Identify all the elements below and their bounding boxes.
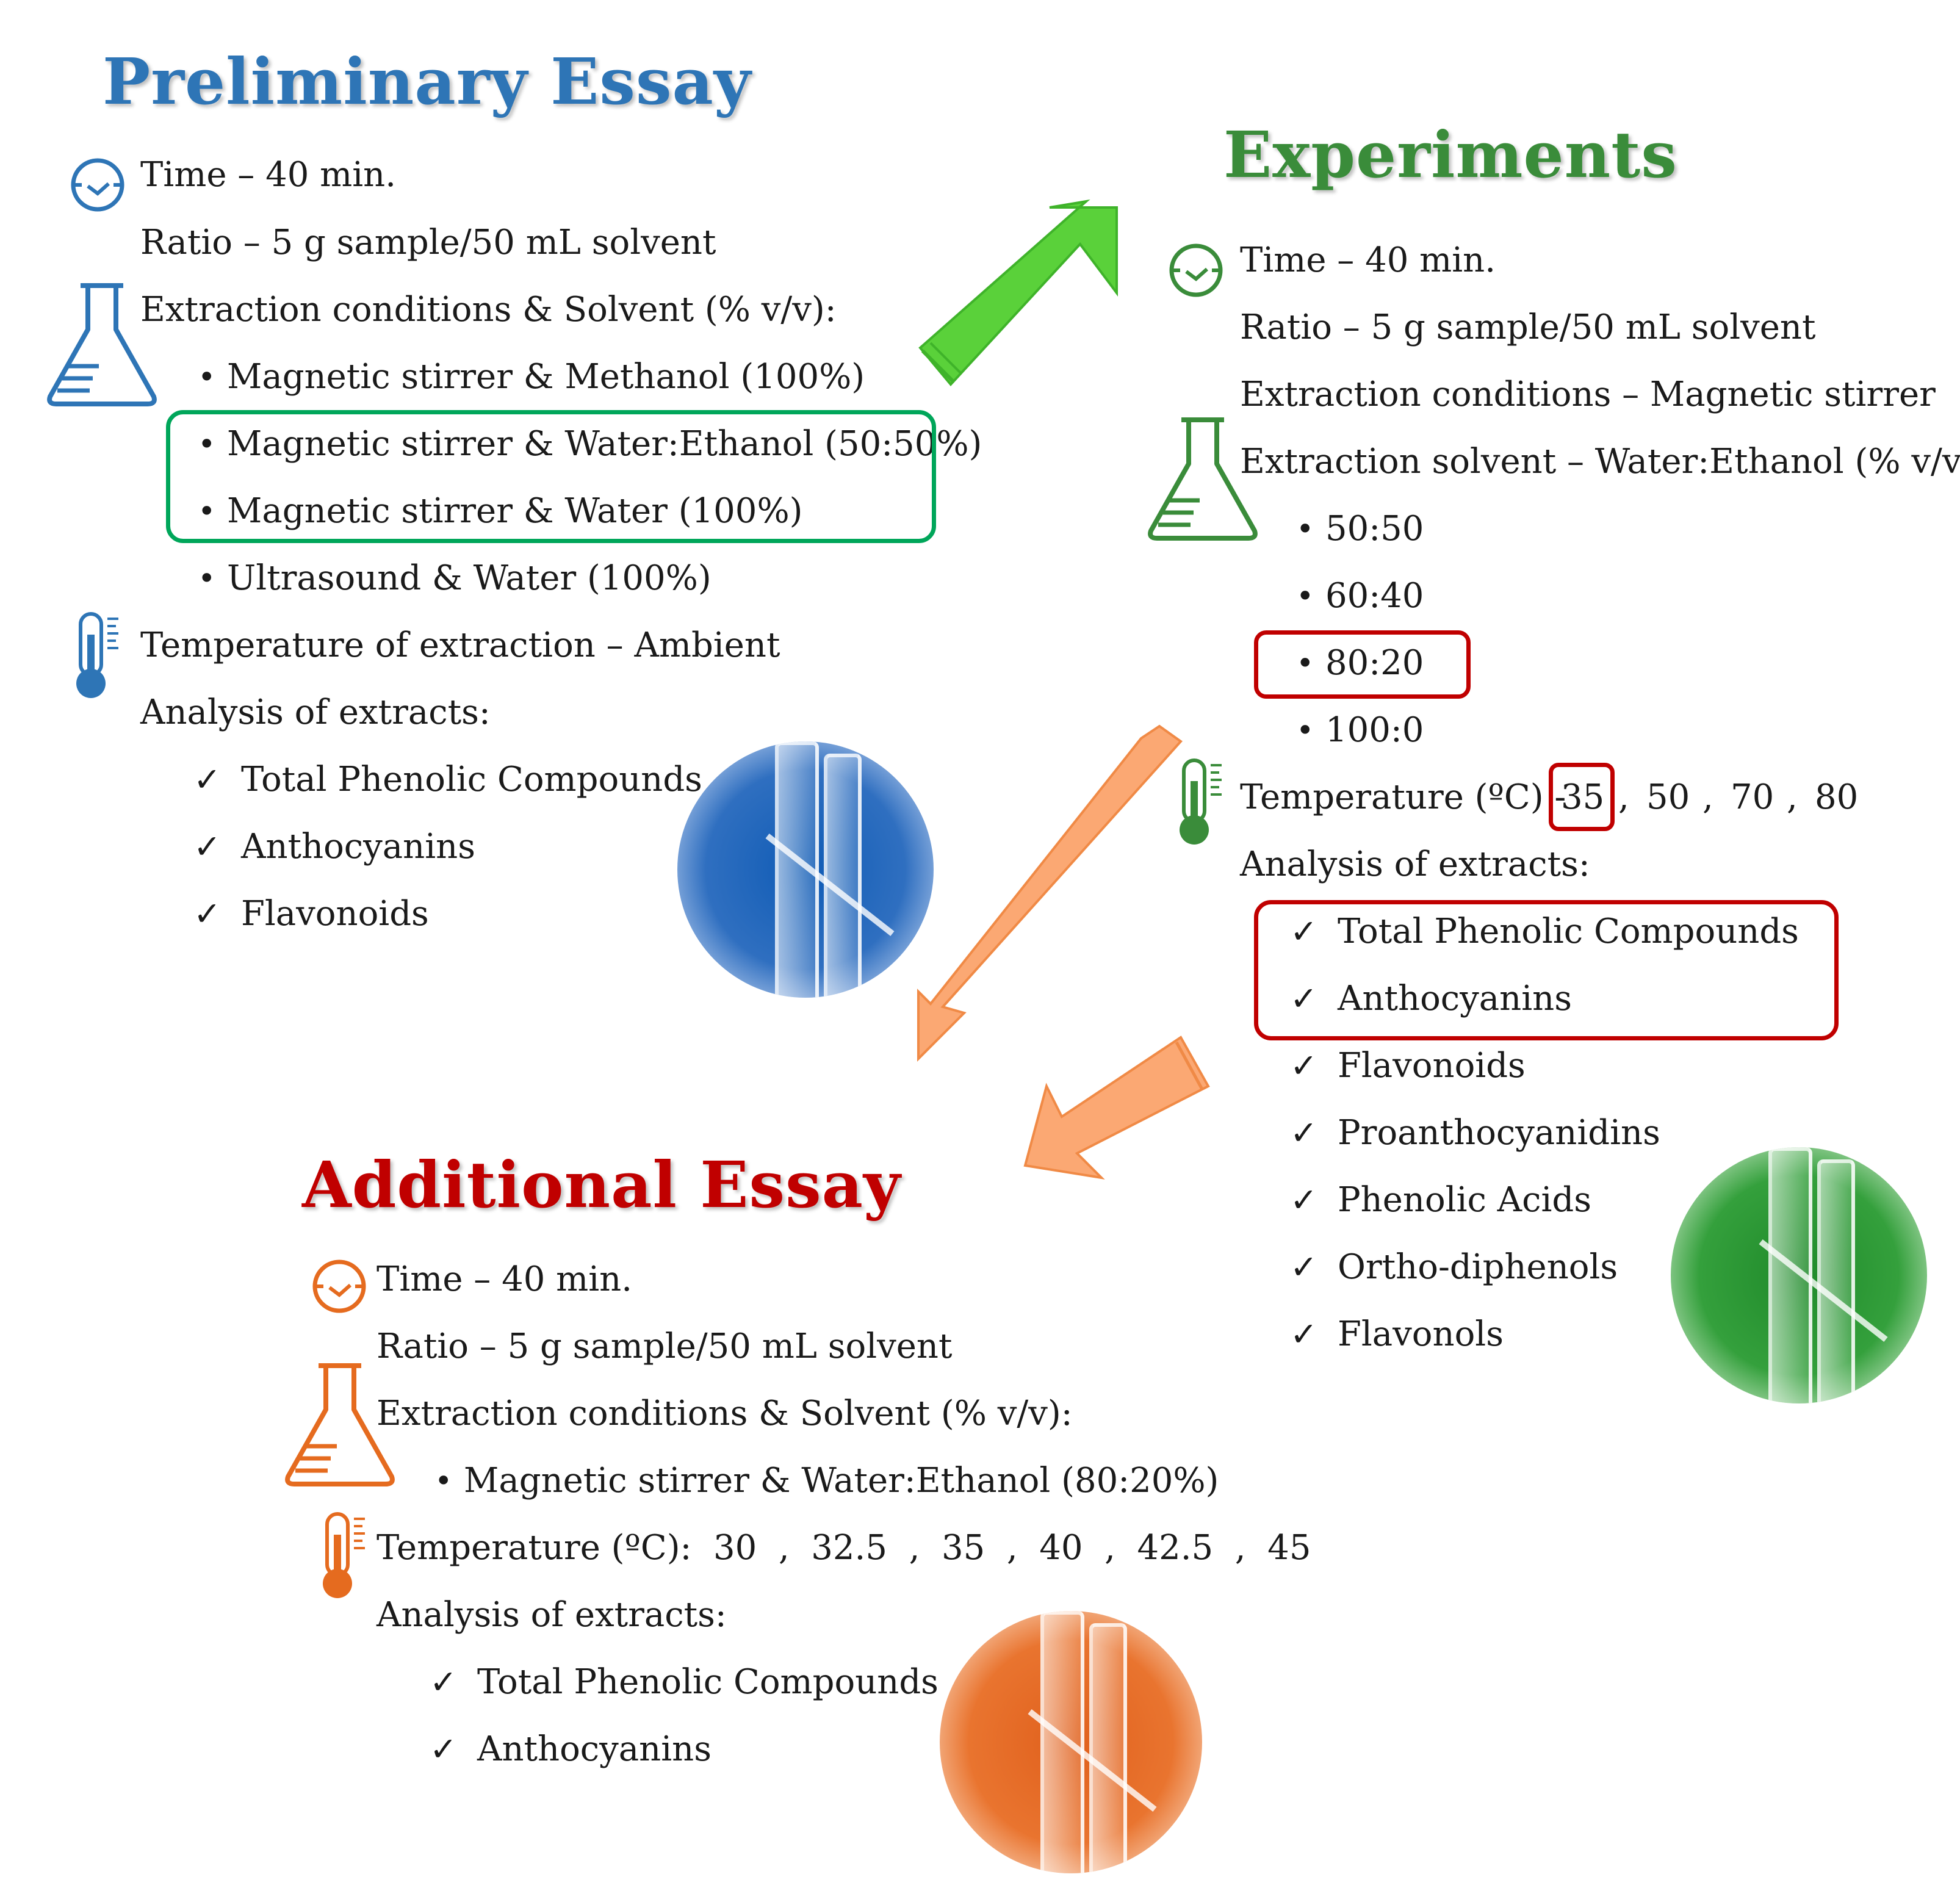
experiments-analysis-item: Ortho-diphenols (1290, 1246, 1618, 1289)
preliminary-analysis-item: Flavonoids (193, 893, 429, 935)
preliminary-title: Preliminary Essay (103, 44, 752, 119)
thermometer-icon (76, 612, 118, 698)
experiments-solvent-item: 60:40 (1296, 575, 1424, 618)
experiments-temperature-value: 80 (1815, 777, 1859, 817)
additional-condition-item: Magnetic stirrer & Water:Ethanol (80:20%… (434, 1460, 1219, 1502)
experiments-ratio: Ratio – 5 g sample/50 mL solvent (1240, 308, 1816, 347)
experiments-temperature-value: 50 (1646, 777, 1690, 817)
additional-time: Time – 40 min. (377, 1259, 633, 1299)
additional-title: Additional Essay (302, 1147, 901, 1222)
flask-icon (1148, 417, 1258, 541)
vial-photo-orange (940, 1611, 1202, 1873)
preliminary-condition-item: Magnetic stirrer & Water (100%) (198, 490, 802, 533)
experiments-temperature-separator: , (1618, 777, 1629, 817)
additional-conditions-label: Extraction conditions & Solvent (% v/v): (377, 1394, 1073, 1433)
arrow-to-additional (1023, 1036, 1210, 1180)
preliminary-conditions-label: Extraction conditions & Solvent (% v/v): (140, 290, 837, 330)
experiments-temperature-separator: , (1702, 777, 1713, 817)
flask-icon (47, 283, 157, 406)
experiments-conditions: Extraction conditions – Magnetic stirrer (1240, 375, 1936, 414)
preliminary-condition-item: Magnetic stirrer & Water:Ethanol (50:50%… (198, 423, 982, 466)
experiments-solvent-label: Extraction solvent – Water:Ethanol (% v/… (1240, 442, 1960, 481)
selected-temperature-highlight (1549, 763, 1615, 831)
clock-icon (1169, 243, 1223, 297)
preliminary-analysis-item: Anthocyanins (193, 826, 475, 868)
vial-photo-blue (677, 741, 934, 998)
experiments-solvent-item: 100:0 (1296, 709, 1424, 752)
experiments-temperature-label: Temperature (ºC) - (1240, 777, 1566, 817)
preliminary-time: Time – 40 min. (140, 155, 397, 195)
preliminary-ratio: Ratio – 5 g sample/50 mL solvent (140, 223, 716, 262)
clock-icon (71, 158, 124, 212)
experiments-analysis-item: Phenolic Acids (1290, 1179, 1591, 1222)
experiments-solvent-item: 80:20 (1296, 642, 1424, 685)
experiments-analysis-item: Flavonols (1290, 1313, 1504, 1356)
experiments-title: Experiments (1223, 117, 1677, 192)
experiments-analysis-item: Proanthocyanidins (1290, 1112, 1660, 1155)
vial-photo-green (1671, 1147, 1927, 1403)
additional-temperature: Temperature (ºC): 30 , 32.5 , 35 , 40 , … (377, 1528, 1311, 1568)
thermometer-icon (1180, 758, 1222, 845)
preliminary-temperature: Temperature of extraction – Ambient (140, 625, 780, 665)
experiments-analysis-item: Total Phenolic Compounds (1290, 910, 1799, 953)
experiments-analysis-item: Flavonoids (1290, 1045, 1526, 1087)
selected-solvent-highlight (1254, 630, 1471, 699)
experiments-temperature-value: 70 (1731, 777, 1774, 817)
preliminary-condition-item: Ultrasound & Water (100%) (198, 557, 712, 600)
experiments-solvent-item: 50:50 (1296, 508, 1424, 550)
flask-icon (285, 1363, 395, 1486)
arrow-thin-orange (917, 724, 1183, 1062)
experiments-analysis-item: Anthocyanins (1290, 978, 1572, 1020)
preliminary-analysis-item: Total Phenolic Compounds (193, 758, 702, 801)
experiments-temperature-value: 35 (1561, 777, 1605, 817)
thermometer-icon (323, 1512, 365, 1598)
arrow-to-experiments (918, 199, 1118, 387)
experiments-temperature-separator: , (1787, 777, 1798, 817)
additional-analysis-item: Total Phenolic Compounds (430, 1661, 939, 1704)
experiments-analysis-label: Analysis of extracts: (1240, 845, 1590, 884)
experiments-time: Time – 40 min. (1240, 240, 1496, 280)
preliminary-condition-item: Magnetic stirrer & Methanol (100%) (198, 356, 865, 398)
additional-analysis-label: Analysis of extracts: (377, 1595, 727, 1635)
additional-analysis-item: Anthocyanins (430, 1728, 712, 1771)
selected-analyses-highlight (1254, 900, 1839, 1040)
selected-conditions-highlight (166, 410, 936, 543)
additional-ratio: Ratio – 5 g sample/50 mL solvent (377, 1327, 953, 1366)
preliminary-analysis-label: Analysis of extracts: (140, 693, 491, 732)
clock-icon (312, 1259, 366, 1313)
